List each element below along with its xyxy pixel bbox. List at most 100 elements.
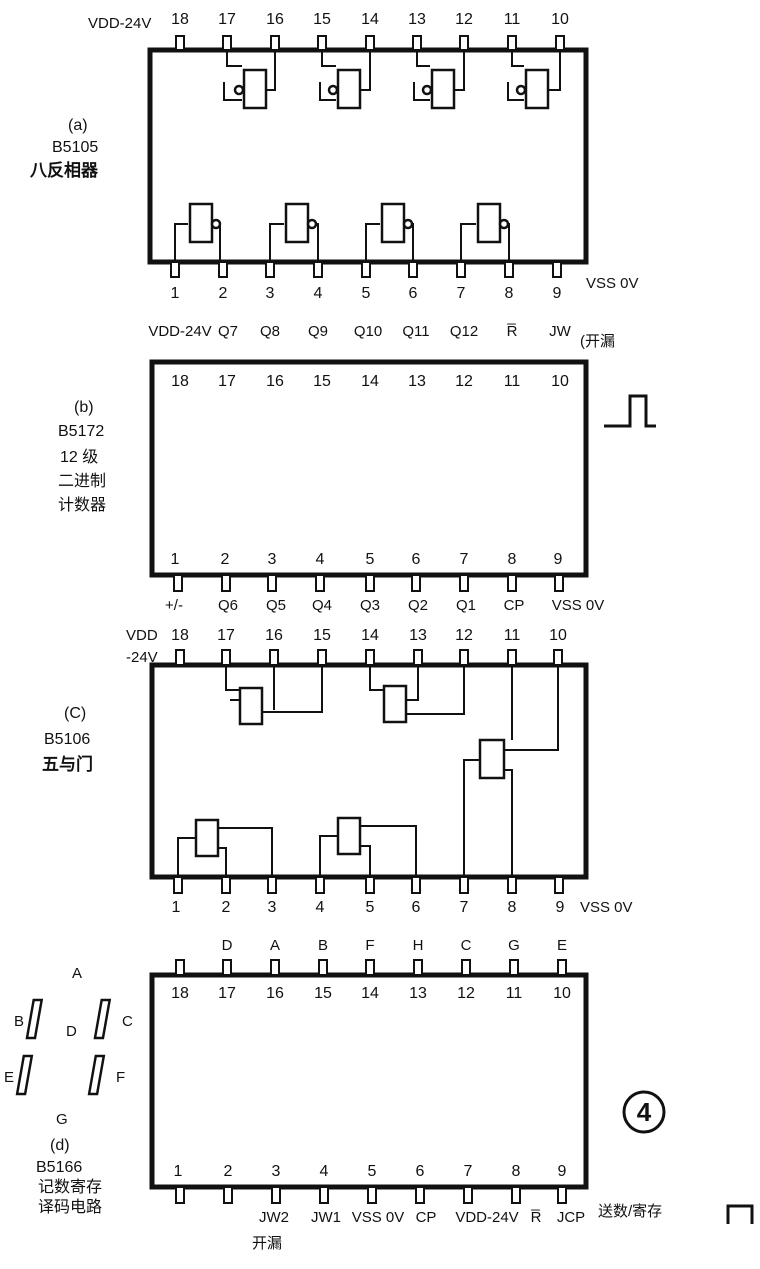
- pin: [365, 649, 375, 666]
- pin-number: 3: [268, 551, 277, 568]
- pin: [411, 876, 421, 894]
- pin: [555, 35, 565, 51]
- pin-label: F: [365, 937, 374, 954]
- segment-e: [15, 1054, 34, 1096]
- pin: [552, 261, 562, 278]
- chip-c-vdd-line2: -24V: [126, 649, 158, 666]
- pin: [365, 959, 375, 976]
- pin-label: Q8: [260, 323, 280, 340]
- chip-b-bottom-pin-numbers: 1 2 3 4 5 6 7 8 9: [171, 551, 563, 568]
- pin: [365, 35, 375, 51]
- pin-label: Q1: [456, 597, 476, 614]
- chip-c-vss-label: VSS 0V: [580, 899, 633, 916]
- chip-d-top-pins: [175, 959, 567, 976]
- pin-number: 13: [409, 627, 427, 644]
- pin-number: 13: [408, 11, 426, 28]
- pin-label: CP: [504, 597, 525, 614]
- chip-d-body: [149, 972, 589, 1190]
- figure-number: 4: [637, 1097, 652, 1127]
- pin-label: Q10: [354, 323, 382, 340]
- pin-number: 18: [171, 985, 189, 1002]
- pin-number: 4: [316, 551, 325, 568]
- pin-number: 11: [504, 11, 521, 28]
- inverter-gate: [413, 50, 465, 110]
- pin: [361, 261, 371, 278]
- pin: [267, 876, 277, 894]
- pin-number: 13: [408, 373, 426, 390]
- chip-b-top-note: (开漏: [580, 333, 615, 350]
- pin-label: Q11: [402, 323, 429, 340]
- pin: [315, 574, 325, 592]
- chip-b-name-line3: 计数器: [58, 496, 106, 514]
- chip-b-group: (b) B5172 12 级 二进制 计数器 VDD-24V Q7 Q8 Q9 …: [58, 323, 656, 614]
- pin-label: Q6: [218, 597, 238, 614]
- pin-label: Q5: [266, 597, 286, 614]
- pin: [507, 649, 517, 666]
- pin-number: 1: [171, 285, 180, 302]
- pin: [170, 261, 180, 278]
- pin-number: 9: [553, 285, 562, 302]
- chip-d-group: D A B F H C G E 18 17 16 15 14 13: [4, 937, 754, 1252]
- chip-d-bottom-pin-numbers: 1 2 3 4 5 6 7 8 9: [174, 1163, 567, 1180]
- pin: [175, 1186, 185, 1204]
- pin-number: 2: [219, 285, 228, 302]
- pin-number: 5: [366, 899, 375, 916]
- pin: [365, 574, 375, 592]
- chip-c-vdd-line1: VDD: [126, 627, 158, 644]
- chip-c-bottom-pins: [173, 876, 564, 894]
- pin: [413, 649, 423, 666]
- pin-number: 3: [266, 285, 275, 302]
- pin: [554, 876, 564, 894]
- pin-number: 10: [553, 985, 571, 1002]
- pin-number: 7: [460, 551, 469, 568]
- pin: [463, 1186, 473, 1204]
- pin-number: 12: [457, 985, 475, 1002]
- pulse-waveform-icon: [726, 1204, 754, 1224]
- pin-number: 8: [512, 1163, 521, 1180]
- segment-label: B: [14, 1013, 24, 1030]
- chip-c-name: 五与门: [42, 754, 93, 774]
- chip-a-top-pin-numbers: 18 17 16 15 14 13 12 11 10: [171, 11, 569, 28]
- chip-d-top-pin-numbers: 18 17 16 15 14 13 12 11 10: [171, 985, 571, 1002]
- segment-label: D: [66, 1023, 77, 1040]
- chip-a-part: B5105: [52, 139, 98, 156]
- pin-number: 12: [455, 373, 473, 390]
- segment-label: F: [116, 1069, 125, 1086]
- pin-label: +/-: [165, 597, 183, 614]
- pin-number: 16: [266, 11, 284, 28]
- pin-number: 15: [313, 373, 331, 390]
- pin: [221, 649, 231, 666]
- pin-number: 11: [504, 373, 521, 390]
- pin-label: Q4: [312, 597, 332, 614]
- pin: [315, 876, 325, 894]
- and-gate: [369, 665, 465, 724]
- chip-a-group: VDD-24V (a) B5105 八反相器 VSS 0V 18 17 16 1…: [30, 11, 639, 302]
- pin: [456, 261, 466, 278]
- pin-number: 4: [316, 899, 325, 916]
- pin: [459, 35, 469, 51]
- pin-number: 18: [171, 11, 189, 28]
- pin-label: B: [318, 937, 328, 954]
- pin: [553, 649, 563, 666]
- pin: [554, 574, 564, 592]
- segment-b: [25, 998, 44, 1040]
- pin-label: Q7: [218, 323, 238, 340]
- pin: [319, 1186, 329, 1204]
- pin: [507, 876, 517, 894]
- pin-label: CP: [416, 1209, 437, 1226]
- pin-number: 18: [171, 373, 189, 390]
- figure-number-circle: [622, 1090, 666, 1134]
- pin: [223, 1186, 233, 1204]
- pin-number: 8: [508, 899, 517, 916]
- pin-label: Q3: [360, 597, 380, 614]
- pin-number: 1: [174, 1163, 183, 1180]
- pin-number: 3: [268, 899, 277, 916]
- chip-d-part: B5166: [36, 1159, 82, 1176]
- pin: [509, 959, 519, 976]
- chip-a-top-pins: [175, 35, 565, 51]
- pin-label: JW: [549, 323, 572, 340]
- pin-number: 1: [172, 899, 181, 916]
- chip-d-bottom-note: 开漏: [252, 1235, 282, 1252]
- pin: [557, 959, 567, 976]
- pin-number: 14: [361, 985, 379, 1002]
